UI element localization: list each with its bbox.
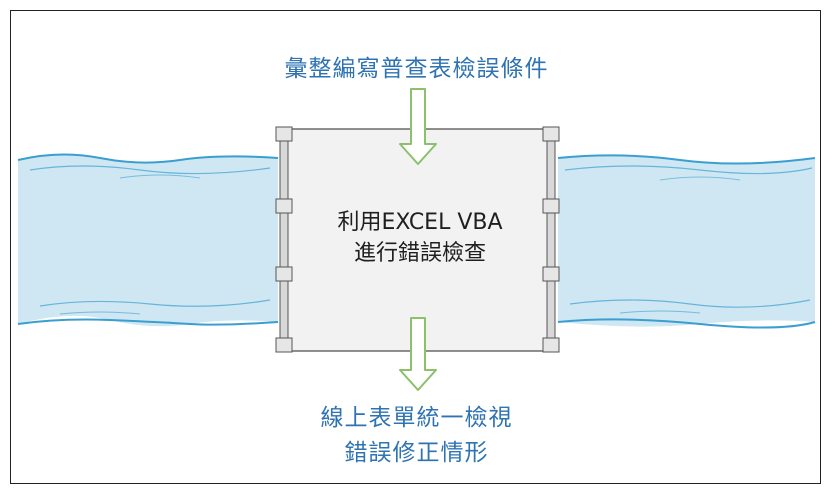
gate-box bbox=[275, 126, 560, 353]
process-label-line1: 利用EXCEL VBA bbox=[337, 210, 503, 235]
process-label-line2: 進行錯誤檢查 bbox=[353, 241, 486, 266]
output-label-line2: 錯誤修正情形 bbox=[344, 440, 489, 466]
process-label: 利用EXCEL VBA 進行錯誤檢查 bbox=[300, 207, 540, 269]
input-label: 彙整編寫普查表檢誤條件 bbox=[284, 56, 549, 82]
input-arrow bbox=[399, 88, 437, 165]
left-water bbox=[17, 153, 279, 327]
output-arrow bbox=[399, 317, 437, 391]
output-label-line1: 線上表單統一檢視 bbox=[320, 405, 513, 431]
right-water bbox=[557, 154, 816, 329]
